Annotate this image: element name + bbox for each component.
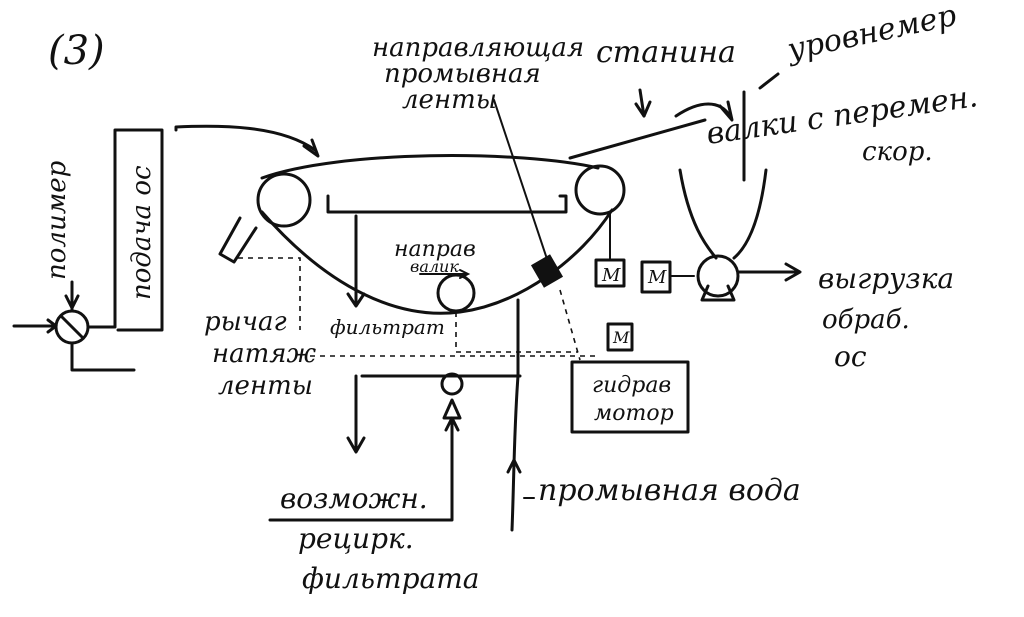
var-speed-rollers-label-2: скор. (862, 137, 933, 167)
motor-pump: M (640, 260, 695, 294)
guide-roller-label-2: валик (410, 257, 459, 276)
recirc-label-2: рецирк. (298, 522, 414, 555)
guide-wash-label-1: направляющая (372, 33, 584, 63)
motor-b-label: M (647, 267, 667, 288)
guide-roller-label-1: направ (394, 237, 476, 262)
polymer-label: полимер (42, 160, 72, 280)
level-meter-label: уровнемер (782, 0, 959, 68)
discharge-pump (678, 168, 802, 302)
frame-label: станина (596, 35, 736, 70)
wash-water-label: промывная вода (538, 473, 801, 508)
guide-wash-nozzle (493, 99, 564, 288)
discharge-label-3: ос (834, 340, 867, 373)
mixer-valve (12, 124, 320, 372)
guide-wash-label-2: промывная (384, 59, 541, 89)
discharge-label-1: выгрузка (818, 262, 954, 295)
tension-lever-label-2: натяж (212, 339, 316, 369)
recirc-label-1: возможн. (280, 482, 428, 515)
motor-roller: M (594, 213, 626, 288)
hydro-motor-label-1: гидрав (592, 373, 671, 398)
guide-wash-label-3: ленты (402, 85, 497, 115)
recirc-label-3: фильтрата (302, 562, 479, 595)
diagram-number: (3) (48, 28, 105, 74)
motor-a-label: M (601, 265, 621, 286)
hydro-motor-label-2: мотор (594, 401, 674, 426)
hydro-motor-box (570, 360, 690, 434)
discharge-label-2: обраб. (822, 305, 910, 335)
tension-lever-label-1: рычаг (204, 307, 287, 337)
belt-loop (218, 154, 626, 315)
tension-lever-label-3: ленты (218, 371, 313, 401)
feed-sludge-label: подача ос (127, 165, 157, 300)
var-speed-rollers-label-1: валки с перемен. (704, 79, 980, 152)
motor-c-label: M (612, 328, 630, 347)
filtrate-label: фильтрат (330, 315, 445, 339)
motor-hydro: M (606, 322, 634, 352)
